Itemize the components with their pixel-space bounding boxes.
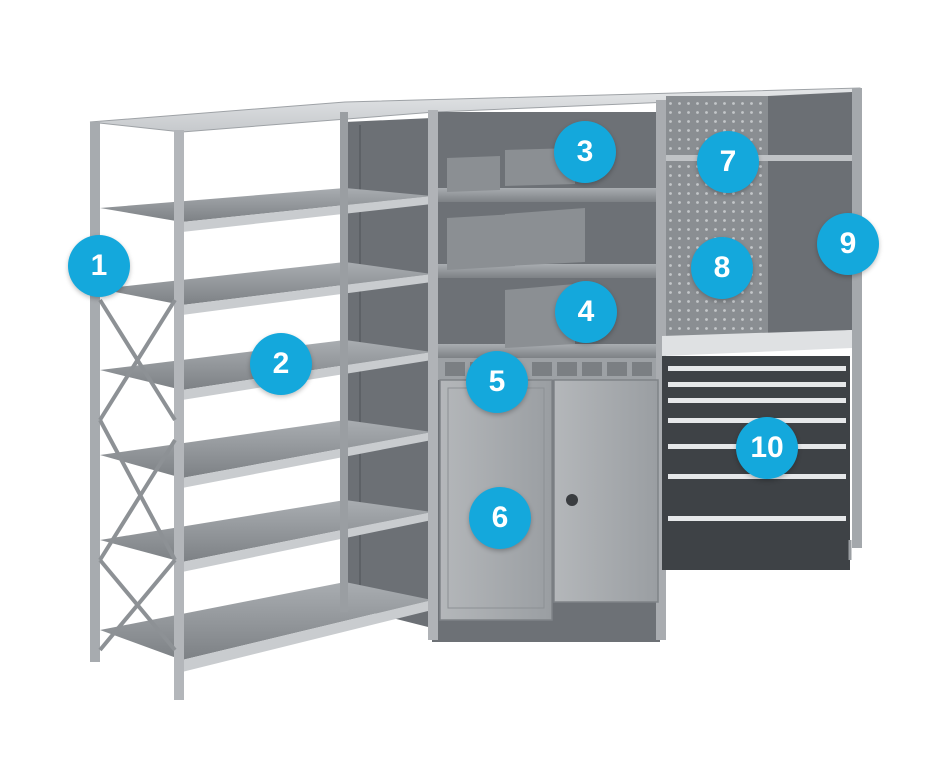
callout-10[interactable]: 10 (736, 417, 798, 479)
callout-4[interactable]: 4 (555, 281, 617, 343)
callout-1[interactable]: 1 (68, 235, 130, 297)
callout-3[interactable]: 3 (554, 121, 616, 183)
upright-frame (90, 112, 348, 700)
callout-5[interactable]: 5 (466, 351, 528, 413)
callout-8[interactable]: 8 (691, 237, 753, 299)
middle-bay (428, 100, 666, 642)
callout-7[interactable]: 7 (697, 131, 759, 193)
callout-2[interactable]: 2 (250, 333, 312, 395)
callout-6[interactable]: 6 (469, 487, 531, 549)
callout-9[interactable]: 9 (817, 213, 879, 275)
right-bay (662, 88, 862, 570)
